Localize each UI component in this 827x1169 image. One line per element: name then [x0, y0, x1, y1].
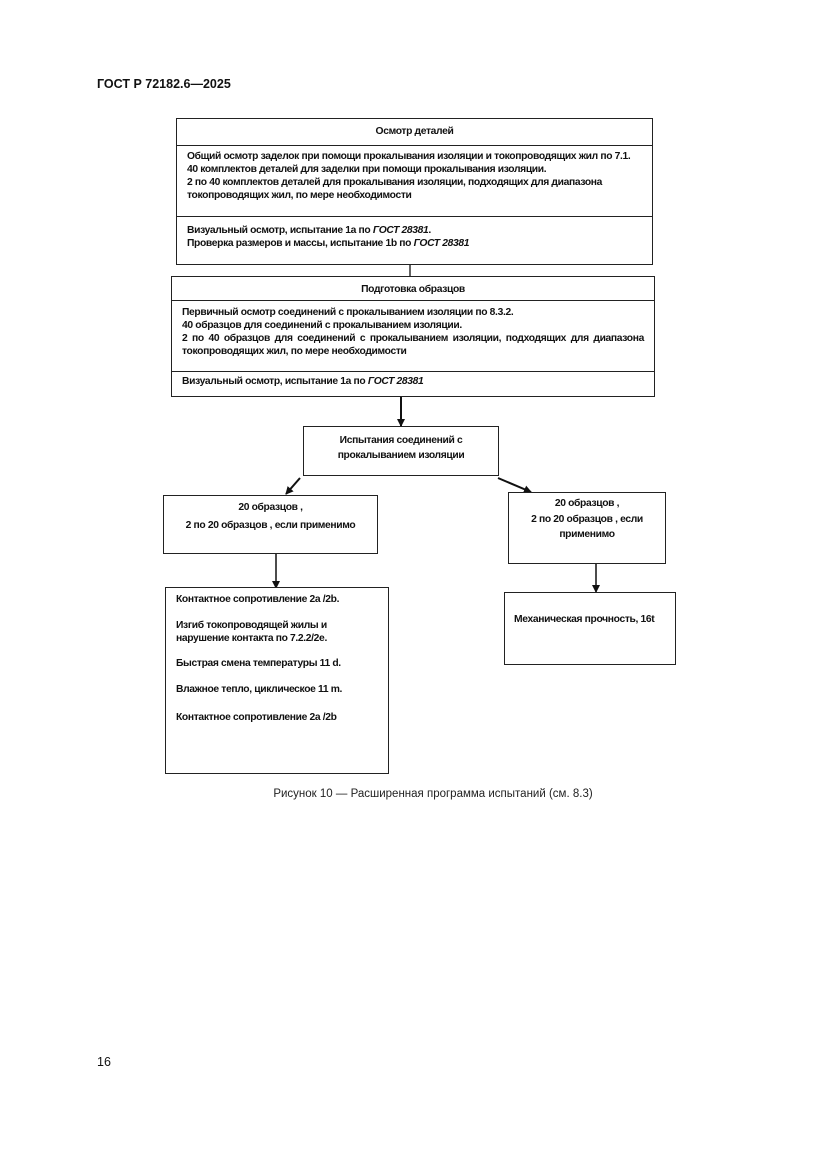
arrow-to-left-samples [285, 477, 301, 495]
preparation-body-line: Первичный осмотр соединений с прокалыван… [182, 307, 514, 318]
preparation-body-line: 40 образцов для соединений с прокалывани… [182, 320, 462, 331]
preparation-title: Подготовка образцов [361, 284, 465, 295]
right-samples-line-2: 2 по 20 образцов , если применимо [531, 514, 643, 540]
preparation-test: Визуальный осмотр, испытание 1а по ГОСТ … [182, 376, 424, 387]
inspection-test-2: Проверка размеров и массы, испытание 1b … [187, 238, 470, 249]
right-tests-box: Механическая прочность, 16t [504, 592, 676, 665]
right-samples-box: 20 образцов , 2 по 20 образцов , если пр… [508, 492, 666, 564]
inspection-body-line: 40 комплектов деталей для заделки при по… [187, 164, 547, 175]
left-test-item: Контактное сопротивление 2a /2b [176, 712, 337, 723]
arrow-to-right-samples [497, 477, 532, 493]
page-number: 16 [97, 1055, 111, 1069]
inspection-body-line: Общий осмотр заделок при помощи прокалыв… [187, 151, 631, 162]
figure-caption: Рисунок 10 — Расширенная программа испыт… [273, 788, 593, 800]
left-samples-line-1: 20 образцов , [238, 502, 303, 513]
left-samples-line-2: 2 по 20 образцов , если применимо [185, 520, 356, 531]
left-test-item: Влажное тепло, циклическое 11 m. [176, 684, 343, 695]
left-test-item: Изгиб токопроводящей жилы и нарушение ко… [176, 620, 327, 644]
inspection-box: Осмотр деталей Общий осмотр заделок при … [176, 118, 653, 265]
preparation-box: Подготовка образцов Первичный осмотр сое… [171, 276, 655, 397]
inspection-test-1: Визуальный осмотр, испытание 1a по ГОСТ … [187, 225, 431, 236]
tests-box: Испытания соединений с прокалыванием изо… [303, 426, 499, 476]
preparation-body-line: 2 по 40 образцов для соединений с прокал… [182, 333, 644, 357]
left-tests-box: Контактное сопротивление 2a /2b. Изгиб т… [165, 587, 389, 774]
right-samples-line-1: 20 образцов , [554, 498, 620, 509]
document-code: ГОСТ Р 72182.6—2025 [97, 77, 231, 91]
inspection-title: Осмотр деталей [375, 126, 454, 137]
tests-title: Испытания соединений с прокалыванием изо… [337, 435, 465, 461]
inspection-body-line: 2 по 40 комплектов деталей для прокалыва… [187, 177, 603, 201]
right-test-item: Механическая прочность, 16t [514, 614, 655, 625]
left-test-item: Контактное сопротивление 2a /2b. [176, 594, 340, 605]
left-samples-box: 20 образцов , 2 по 20 образцов , если пр… [163, 495, 378, 554]
left-test-item: Быстрая смена температуры 11 d. [176, 658, 341, 669]
